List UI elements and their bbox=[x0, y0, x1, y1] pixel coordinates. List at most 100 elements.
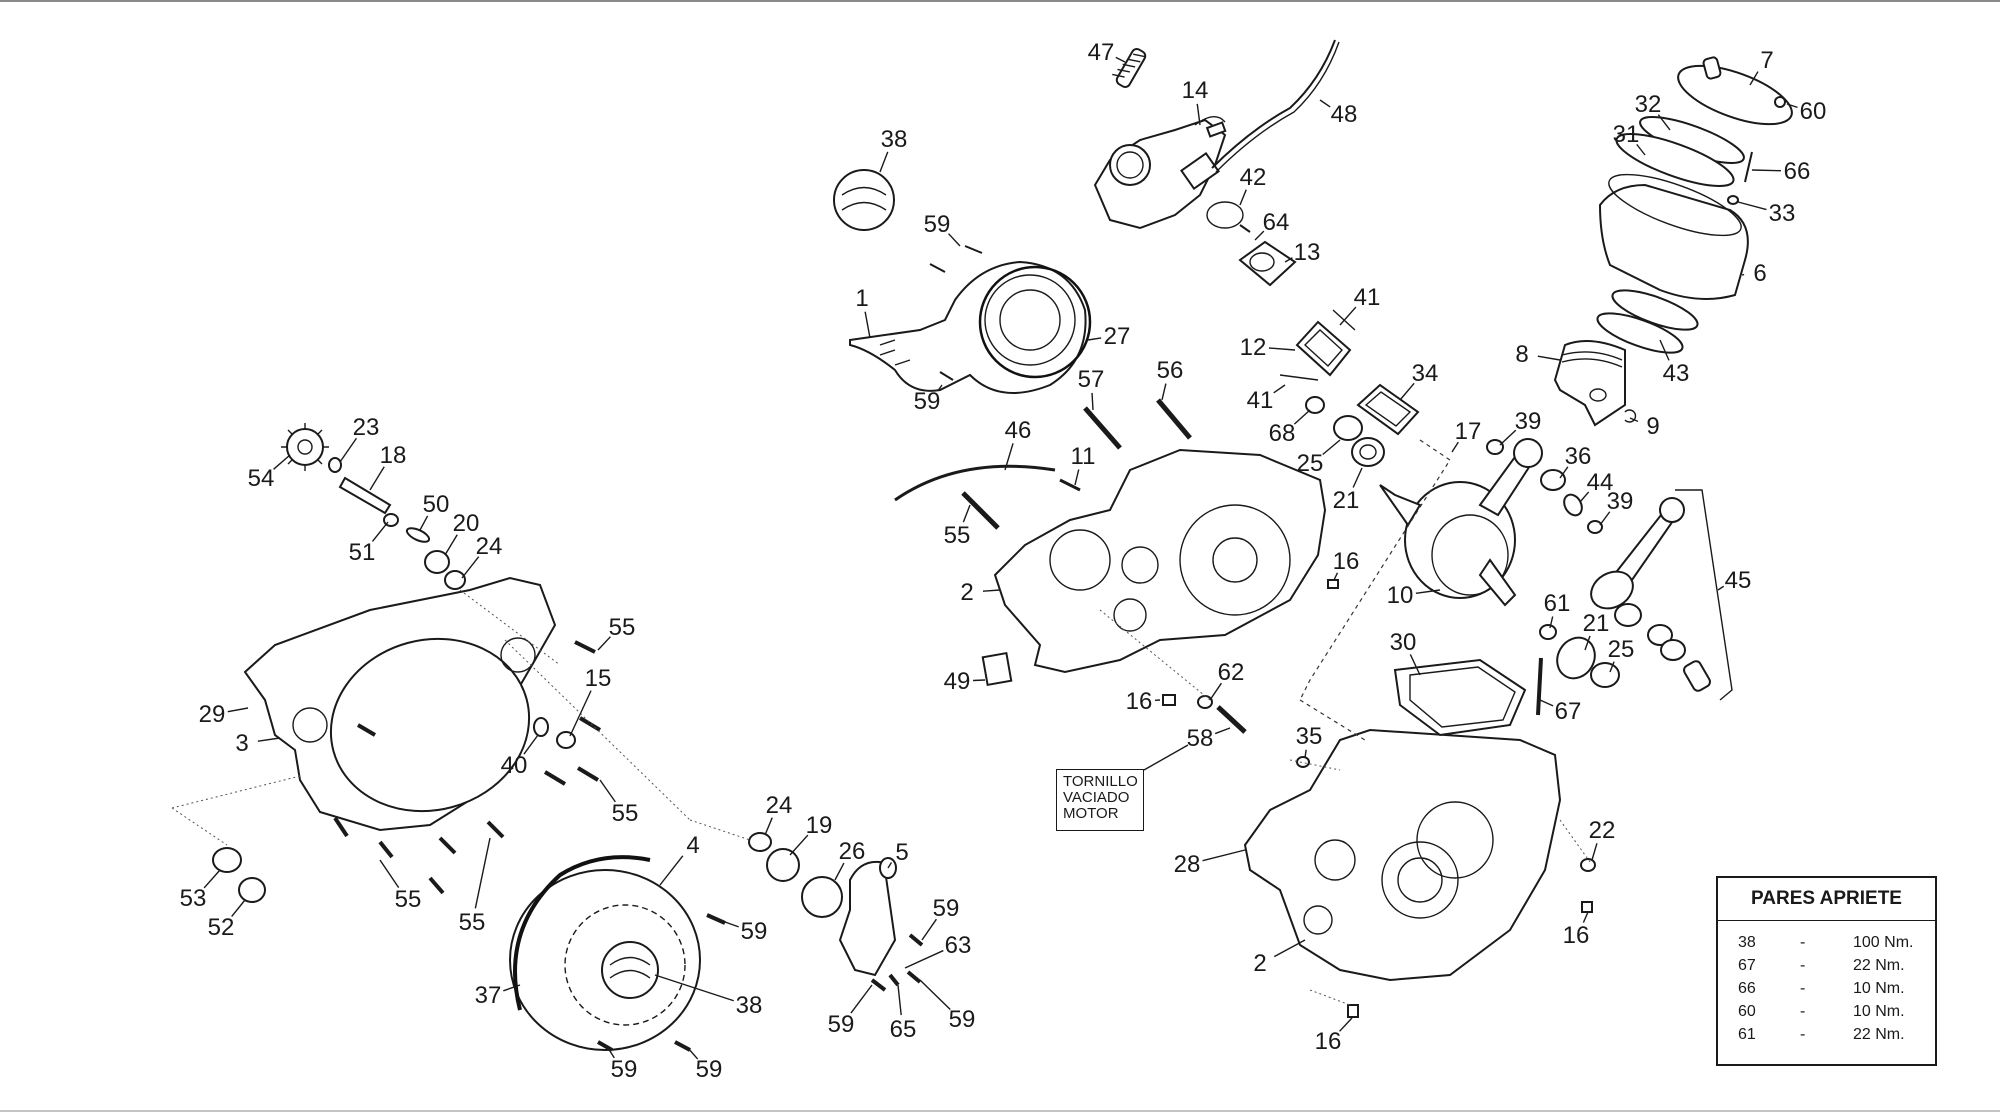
callout-number: 47 bbox=[1088, 39, 1115, 66]
leader-line bbox=[1322, 439, 1341, 456]
cylinder-part bbox=[1598, 173, 1749, 300]
leader-line bbox=[474, 837, 491, 909]
cover-bolts-part bbox=[597, 913, 726, 1052]
leader-line bbox=[569, 690, 592, 737]
callout-number: 17 bbox=[1455, 418, 1482, 445]
leader-line bbox=[1609, 661, 1615, 673]
callout-number: 38 bbox=[736, 992, 763, 1019]
callout-number: 29 bbox=[199, 701, 226, 728]
callout-number: 35 bbox=[1296, 723, 1323, 750]
leader-line bbox=[1196, 103, 1201, 126]
seal-part bbox=[238, 877, 266, 903]
washer-part bbox=[1587, 520, 1603, 534]
leader-line bbox=[1499, 429, 1517, 446]
leader-line bbox=[1352, 467, 1363, 488]
torque-row: 67 - 22 Nm. bbox=[1738, 954, 1935, 977]
washer-part bbox=[328, 457, 342, 473]
callout-number: 66 bbox=[1784, 158, 1811, 185]
sensor-part bbox=[1059, 478, 1081, 492]
leader-line bbox=[503, 984, 521, 992]
callout-number: 65 bbox=[890, 1016, 917, 1043]
callout-number: 59 bbox=[933, 895, 960, 922]
callout-number: 64 bbox=[1263, 209, 1290, 236]
leader-line bbox=[897, 984, 902, 1016]
callout-number: 4 bbox=[686, 832, 699, 859]
leader-line bbox=[339, 437, 358, 463]
leader-line bbox=[659, 855, 684, 886]
callout-number: 13 bbox=[1294, 239, 1321, 266]
needle-bearing-part bbox=[1540, 469, 1566, 491]
callout-number: 33 bbox=[1769, 200, 1796, 227]
callout-number: 59 bbox=[949, 1006, 976, 1033]
leader-line bbox=[607, 1047, 615, 1059]
callout-number: 1 bbox=[855, 285, 868, 312]
callout-number: 41 bbox=[1354, 284, 1381, 311]
torque-separator: - bbox=[1800, 980, 1806, 997]
circlip-part bbox=[1624, 409, 1637, 423]
oring-part bbox=[533, 717, 549, 737]
callout-number: 3 bbox=[235, 730, 248, 757]
callout-number: 22 bbox=[1589, 817, 1616, 844]
callout-number: 49 bbox=[944, 668, 971, 695]
callout-number: 16 bbox=[1333, 548, 1360, 575]
plug-part bbox=[556, 731, 576, 749]
leader-line bbox=[597, 636, 611, 651]
callout-number: 67 bbox=[1555, 698, 1582, 725]
intake-manifold-part bbox=[1238, 240, 1297, 287]
callout-number: 25 bbox=[1297, 450, 1324, 477]
callout-number: 34 bbox=[1412, 360, 1439, 387]
leader-lines bbox=[203, 56, 1798, 1060]
leader-line bbox=[1591, 843, 1598, 861]
callout-number: 41 bbox=[1247, 387, 1274, 414]
note-box: TORNILLO VACIADO MOTOR bbox=[1056, 769, 1144, 831]
leader-line bbox=[1717, 585, 1725, 591]
torque-separator: - bbox=[1800, 934, 1806, 951]
callout-number: 57 bbox=[1078, 366, 1105, 393]
torque-part-ref: 66 bbox=[1738, 980, 1756, 997]
leader-line bbox=[1537, 355, 1561, 361]
leader-line bbox=[1268, 347, 1296, 351]
callout-number: 55 bbox=[459, 909, 486, 936]
note-leader-line bbox=[1143, 744, 1189, 771]
leader-line bbox=[1584, 635, 1591, 651]
leader-line bbox=[1074, 469, 1080, 486]
callout-number: 24 bbox=[766, 792, 793, 819]
leader-line bbox=[1087, 337, 1102, 341]
callout-number: 31 bbox=[1613, 121, 1640, 148]
intake-clamp-part bbox=[1206, 201, 1251, 233]
oring-part bbox=[801, 876, 843, 918]
callout-number: 40 bbox=[501, 752, 528, 779]
nut-part bbox=[1305, 396, 1325, 414]
callout-number: 61 bbox=[1544, 590, 1571, 617]
washer-part bbox=[1486, 439, 1504, 455]
callout-number: 55 bbox=[609, 614, 636, 641]
seal-part bbox=[1590, 662, 1620, 688]
leader-line bbox=[864, 311, 871, 339]
head-oring-part bbox=[1615, 133, 1735, 187]
callout-number: 37 bbox=[475, 982, 502, 1009]
callout-number: 18 bbox=[380, 442, 407, 469]
dowel-part bbox=[1581, 901, 1593, 913]
torque-value: 22 Nm. bbox=[1853, 1026, 1905, 1043]
seal-part bbox=[1333, 415, 1363, 441]
bearing-part bbox=[424, 550, 450, 574]
note-line: VACIADO bbox=[1063, 789, 1130, 806]
callout-number: 59 bbox=[924, 211, 951, 238]
generator-cover-part bbox=[509, 855, 701, 1051]
bolt-part bbox=[1083, 406, 1122, 450]
dowel-part bbox=[1347, 1004, 1359, 1018]
cover-bolts-part bbox=[333, 640, 602, 895]
bolt-part bbox=[1156, 398, 1192, 440]
leader-line bbox=[1319, 99, 1331, 108]
callout-number: 28 bbox=[1174, 851, 1201, 878]
callout-number: 16 bbox=[1126, 688, 1153, 715]
bottom-border bbox=[0, 1110, 2000, 1112]
seal-part bbox=[748, 832, 772, 852]
leader-line bbox=[1273, 939, 1306, 958]
pin-part bbox=[1563, 493, 1583, 517]
callout-number: 36 bbox=[1565, 443, 1592, 470]
leader-line bbox=[919, 979, 951, 1010]
bearing-part bbox=[1351, 437, 1385, 467]
bolt-part bbox=[1216, 705, 1247, 734]
leader-line bbox=[948, 233, 961, 247]
